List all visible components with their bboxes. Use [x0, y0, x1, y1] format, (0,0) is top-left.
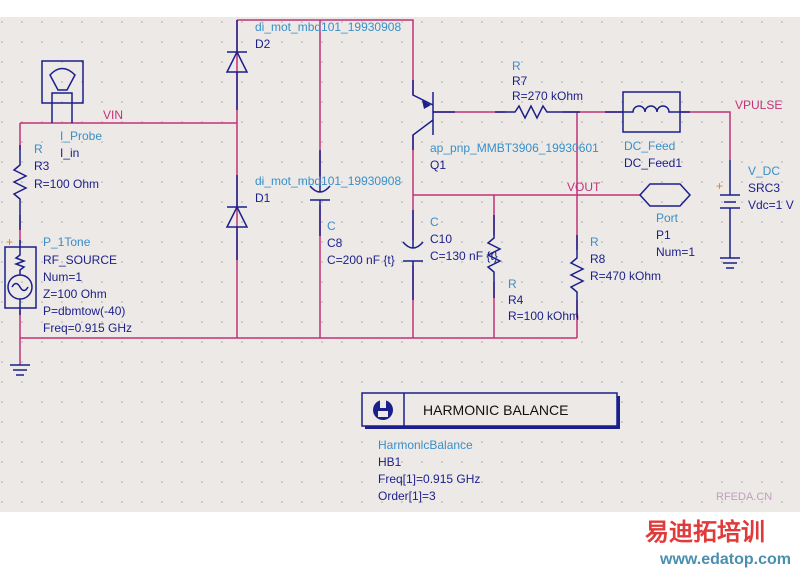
q1-model: ap_pnp_MMBT3906_19930601 — [430, 141, 599, 155]
probe-type: I_Probe — [60, 129, 102, 143]
hb-type: HarmonicBalance — [378, 438, 473, 452]
capacitor-c10[interactable] — [402, 210, 424, 300]
r4-name: R4 — [508, 293, 524, 307]
diode-d2[interactable] — [225, 20, 249, 110]
r4-value: R=100 kOhm — [508, 309, 579, 323]
c8-name: C8 — [327, 236, 343, 250]
watermark: RFEDA.CN 易迪拓培训 www.edatop.com — [645, 491, 791, 568]
d1-name: D1 — [255, 191, 271, 205]
hb-gear-icon — [373, 400, 393, 420]
c10-type: C — [430, 215, 439, 229]
port-type: Port — [656, 211, 679, 225]
harmonic-balance-controller[interactable]: HARMONIC BALANCE — [361, 392, 620, 429]
transistor-q1[interactable] — [412, 80, 455, 150]
capacitor-c8[interactable] — [309, 150, 331, 236]
c8-value: C=200 nF {t} — [327, 253, 395, 267]
vdc-name: SRC3 — [748, 181, 780, 195]
rf-source[interactable]: + — [4, 235, 37, 315]
r3-name: R3 — [34, 159, 50, 173]
svg-text:+: + — [716, 179, 723, 193]
hb-order: Order[1]=3 — [378, 489, 436, 503]
src-freq: Freq=0.915 GHz — [43, 321, 132, 335]
resistor-r4[interactable] — [486, 215, 502, 298]
svg-text:+: + — [6, 235, 13, 249]
probe-name: I_in — [60, 146, 79, 160]
d1-model: di_mot_mbd101_19930908 — [255, 174, 401, 188]
c10-value: C=130 nF {t} — [430, 249, 498, 263]
ground-icon — [10, 364, 30, 376]
src-z: Z=100 Ohm — [43, 287, 107, 301]
dcfeed-type: DC_Feed — [624, 139, 675, 153]
hb-title: HARMONIC BALANCE — [423, 402, 568, 418]
r8-type: R — [590, 235, 599, 249]
r7-type: R — [512, 59, 521, 73]
resistor-r3[interactable] — [12, 145, 28, 230]
port-name: P1 — [656, 228, 671, 242]
resistor-r7[interactable] — [495, 104, 580, 120]
net-vout: VOUT — [567, 180, 601, 194]
net-vpulse: VPULSE — [735, 98, 782, 112]
hb-name: HB1 — [378, 455, 402, 469]
r7-value: R=270 kOhm — [512, 89, 583, 103]
dc-source[interactable]: + — [716, 160, 740, 269]
q1-name: Q1 — [430, 158, 446, 172]
r7-name: R7 — [512, 74, 528, 88]
watermark-url: www.edatop.com — [659, 551, 791, 568]
port-p1[interactable] — [638, 183, 692, 207]
hb-freq: Freq[1]=0.915 GHz — [378, 472, 480, 486]
d2-model: di_mot_mbd101_19930908 — [255, 20, 401, 34]
vdc-value: Vdc=1 V — [748, 198, 794, 212]
r3-type: R — [34, 142, 43, 156]
watermark-site: RFEDA.CN — [716, 491, 772, 503]
r8-name: R8 — [590, 252, 606, 266]
src-p: P=dbmtow(-40) — [43, 304, 125, 318]
port-num: Num=1 — [656, 245, 695, 259]
c10-name: C10 — [430, 232, 452, 246]
vdc-type: V_DC — [748, 164, 780, 178]
dc-feed[interactable] — [605, 91, 690, 133]
resistor-r8[interactable] — [569, 235, 585, 318]
watermark-cn: 易迪拓培训 — [645, 518, 765, 546]
diode-d1[interactable] — [225, 175, 249, 260]
current-probe[interactable] — [41, 60, 84, 123]
r8-value: R=470 kOhm — [590, 269, 661, 283]
dcfeed-name: DC_Feed1 — [624, 156, 682, 170]
d2-name: D2 — [255, 37, 271, 51]
src-type: P_1Tone — [43, 235, 91, 249]
r3-value: R=100 Ohm — [34, 177, 99, 191]
src-name: RF_SOURCE — [43, 253, 117, 267]
r4-type: R — [508, 277, 517, 291]
c8-type: C — [327, 219, 336, 233]
net-vin: VIN — [103, 108, 123, 122]
src-num: Num=1 — [43, 270, 82, 284]
